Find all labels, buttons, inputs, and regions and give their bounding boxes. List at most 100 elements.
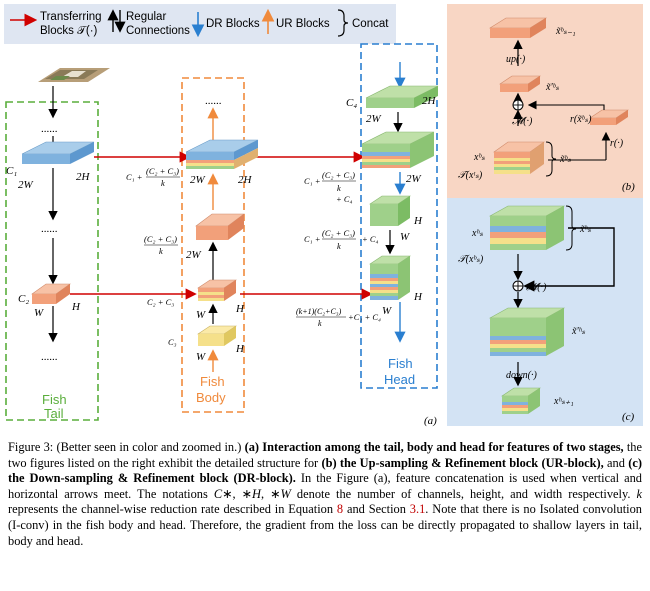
panel-c-skip-connection [523, 227, 615, 292]
fish-body-label-2: Body [196, 390, 226, 405]
tail-dots-3: ...... [41, 351, 58, 363]
panel-c-concat-brace [565, 205, 577, 251]
caption-p2: the two figures listed on the right exhi… [8, 440, 642, 470]
tail-c2-label: C₂ [18, 293, 29, 305]
expr-head-c1-1: C₁ + [304, 176, 321, 186]
head-2w-label-1: 2W [366, 113, 382, 125]
figure-3: Transferring Blocks 𝒯(·) Regular Connect… [4, 4, 643, 427]
panel-b-background [447, 4, 643, 198]
expr-c1-plus: C₁ + [126, 172, 143, 182]
panel-b-bottom-stack [493, 141, 545, 174]
legend-transfer-line2: Blocks 𝒯(·) [40, 25, 98, 37]
expr-frac-bot-1: k [161, 178, 165, 188]
fish-body-label-1: Fish [200, 374, 225, 389]
caption-b3: (c) the Down-sampling & Refinement block… [8, 455, 642, 486]
fish-tail-box [5, 101, 99, 421]
caption-ref-section[interactable]: 3.1 [409, 502, 426, 517]
body-h-label-2: H [235, 343, 245, 355]
legend-transfer-line1: Transferring [40, 11, 102, 23]
caption-b1: (a) Interaction among the tail, body and… [244, 440, 624, 454]
expr-frac-top-2: (C₂ + C₃) [144, 234, 177, 244]
caption-i4: k [636, 486, 643, 501]
tail-2w-label: 2W [18, 179, 34, 191]
body-2w-label-1: 2W [190, 174, 206, 186]
panel-b-top-block [488, 17, 548, 38]
caption-i1: C [213, 486, 223, 501]
head-h-label-2: H [413, 291, 423, 303]
tail-dots-2: ...... [41, 223, 58, 235]
panel-c-xs-label: xʰₛ [471, 228, 483, 239]
caption-ref-equation[interactable]: 8 [336, 502, 344, 517]
expr-head-c4-2: + C₄ [362, 234, 379, 244]
panel-a: ...... C₁ 2W 2H ...... C₂ W H ...... Fis… [5, 43, 439, 427]
panel-b-r1-label: r(x̃ᵇₛ) [570, 114, 592, 125]
panel-b-r-return [527, 100, 605, 110]
panel-b: x̃ᵇₛ₋₁ up(·) x̃'ᵇₛ 𝓜(·) r(x̃ᵇₛ) r(·) [447, 4, 643, 198]
panel-b-xt-label: x̃ᵇₛ [559, 154, 571, 165]
head-block-2 [361, 131, 435, 168]
tail-2h-label: 2H [76, 171, 91, 183]
head-2h-label-1: 2H [422, 95, 437, 107]
body-2h-label-1: 2H [238, 174, 253, 186]
head-w-label-1: W [400, 231, 410, 243]
expr-frac-top-1: (C₂ + C₃) [146, 166, 179, 176]
body-w-label-1: W [196, 309, 206, 321]
fish-tail-label-2: Tail [44, 406, 64, 421]
tail-h-label: H [71, 301, 81, 313]
panel-c-label: (c) [622, 411, 635, 423]
panel-c-out-label: xʰₛ₊₁ [553, 396, 574, 407]
legend-concat: Concat [352, 18, 389, 30]
head-block-4 [369, 255, 411, 300]
body-dots-1: ...... [205, 95, 222, 107]
panel-c-xt-label: x̃ʰₛ [579, 224, 591, 235]
panel-b-m-label: 𝓜(·) [512, 116, 533, 127]
head-w-label-2: W [382, 305, 392, 317]
tail-c1-label: C₁ [6, 165, 17, 177]
panel-b-concat-brace [545, 141, 557, 177]
panel-c-down-label: down(·) [506, 370, 538, 381]
legend-regular-line1: Regular [126, 11, 166, 23]
panel-c-mid-label: x̃'ʰₛ [571, 326, 585, 337]
body-w-label-2: W [196, 351, 206, 363]
tail-w-label: W [34, 307, 44, 319]
panel-c-m-label: 𝓜(·) [526, 282, 547, 293]
panel-c-out-block [501, 387, 541, 414]
fish-tail-label-1: Fish [42, 392, 67, 407]
expr-frac-bot-2: k [159, 246, 163, 256]
panel-b-up-label: up(·) [506, 54, 526, 65]
caption-p10: . Note that there is no Isolated convolu… [8, 502, 642, 548]
expr-head-frac-bot-1: k [337, 183, 341, 193]
caption-p8: represents the channel-wise reduction ra… [8, 502, 337, 517]
head-block-1 [365, 85, 439, 108]
expr-c2c3: C₂ + C₃ [147, 297, 174, 307]
fish-head-label-2: Head [384, 372, 415, 387]
body-2w-label-2: 2W [186, 249, 202, 261]
figure-caption: Figure 3: (Better seen in color and zoom… [8, 440, 642, 549]
caption-p6: , ∗ [261, 486, 281, 501]
caption-p5: ∗, ∗ [222, 486, 253, 501]
panel-a-label: (a) [424, 415, 437, 427]
expr-k1-tail: +C₁ + C₄ [348, 312, 381, 322]
head-block-3 [369, 195, 411, 226]
body-block-4 [197, 325, 237, 346]
panel-b-t-label: 𝒯(xᵗₛ) [458, 170, 483, 181]
body-c3-label: C₃ [168, 337, 177, 347]
panel-b-top-label: x̃ᵇₛ₋₁ [555, 26, 576, 37]
body-block-3 [197, 279, 237, 301]
expr-head-frac-top-2: (C₂ + C₃) [322, 228, 355, 238]
tail-block-2 [31, 283, 71, 304]
body-block-2 [195, 213, 245, 240]
tail-dots-1: ...... [41, 123, 58, 135]
panel-b-r-block [589, 109, 629, 125]
panel-c-mid-stack [488, 307, 566, 356]
expr-head-c1-2: C₁ + [304, 234, 321, 244]
fish-head-label-1: Fish [388, 356, 413, 371]
concat-brace-icon [337, 9, 349, 37]
head-2w-label-2: 2W [406, 173, 422, 185]
input-image [38, 68, 110, 82]
caption-p4: In the Figure (a), feature concatenation… [8, 471, 643, 501]
panel-c: xʰₛ 𝒯(xᵇₛ) x̃ʰₛ 𝓜(·) x̃'ʰₛ down(·) [447, 198, 643, 426]
caption-p1: Figure 3: (Better seen in color and zoom… [8, 440, 245, 454]
legend-background [4, 4, 396, 44]
body-block-1 [185, 139, 259, 169]
